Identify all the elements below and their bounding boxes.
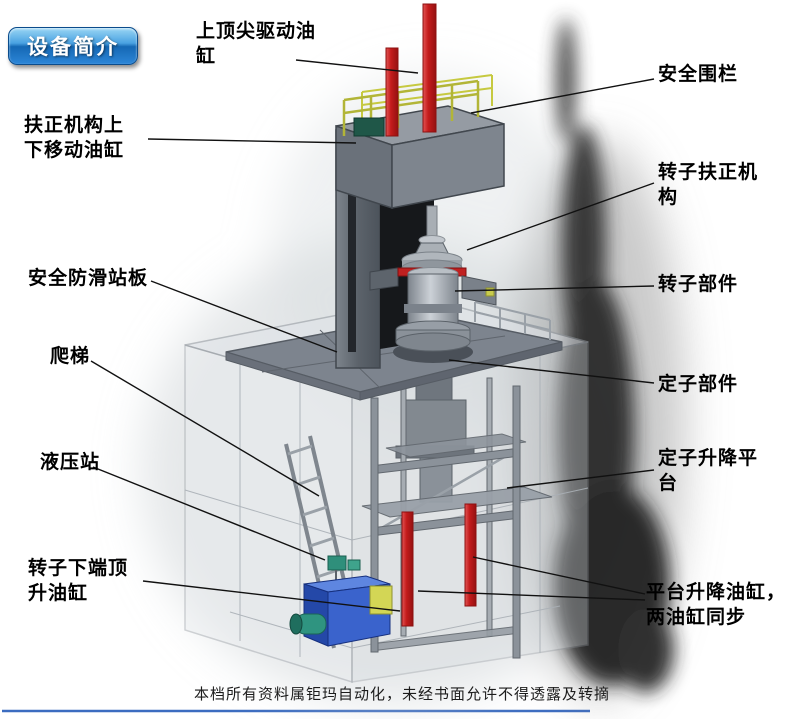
stator-lift-frame [361, 377, 553, 659]
callout-top-tip-drive-cylinder: 上顶尖驱动油 缸 [196, 21, 317, 68]
callout-hydraulic-station: 液压站 [40, 452, 101, 473]
callout-safety-fence: 安全围栏 [658, 64, 739, 85]
leader-anti-slip-platform [150, 280, 338, 353]
rotor-assembly [369, 205, 497, 352]
title-badge-label: 设备简介 [27, 35, 119, 59]
leader-rotor-centering-mechanism [466, 182, 655, 251]
leader-stator-component [448, 359, 655, 384]
footer-disclaimer: 本档所有资料属钜玛自动化，未经书面允许不得透露及转摘 [193, 687, 610, 703]
hydraulic-station-unit [289, 555, 393, 647]
callout-rotor-bottom-jack-cylinder: 转子下端顶 升油缸 [28, 558, 129, 605]
leader-centering-lift-cylinder [147, 138, 357, 144]
leader-safety-fence [470, 78, 655, 114]
deck-side-rail [474, 301, 551, 340]
smoke-shadow [554, 18, 674, 692]
leader-hydraulic-station [92, 466, 326, 561]
callout-anti-slip-platform: 安全防滑站板 [28, 268, 149, 289]
callout-ladder: 爬梯 [50, 346, 91, 367]
callout-centering-lift-cylinder: 扶正机构上 下移动油缸 [24, 115, 125, 162]
platform-lift-cylinders [401, 503, 477, 627]
leader-platform-lift-cylinder-right [472, 556, 646, 595]
column-guide-slot [348, 156, 356, 352]
leader-rotor-bottom-jack-cylinder [142, 580, 401, 612]
callout-rotor-centering-mechanism: 转子扶正机 构 [658, 162, 759, 209]
leader-platform-lift-cylinder-left [417, 590, 646, 601]
hydraulic-valve-block [369, 585, 393, 615]
callout-stator-component: 定子部件 [658, 374, 739, 395]
callout-stator-lift-platform: 定子升降平 台 [658, 448, 759, 495]
leader-ladder [90, 360, 320, 497]
leader-rotor-component [454, 285, 655, 292]
centering-left-arm [369, 267, 399, 291]
callout-platform-lift-cylinders: 平台升降油缸， 两油缸同步 [646, 582, 787, 629]
anti-slip-deck [225, 313, 563, 401]
callout-rotor-component: 转子部件 [658, 274, 739, 295]
leader-lines [90, 59, 655, 612]
fence-junction-box [353, 117, 385, 137]
leader-top-tip-drive-cylinder [295, 59, 419, 74]
leader-stator-lift-platform [506, 469, 655, 489]
title-badge: 设备简介 [8, 27, 138, 65]
